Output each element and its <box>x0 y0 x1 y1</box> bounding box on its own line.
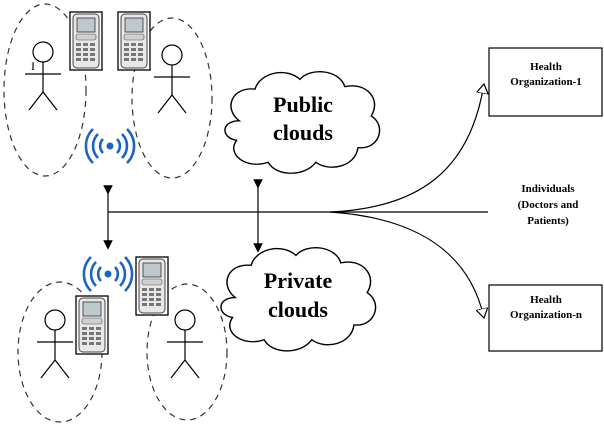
stray-mark: I <box>31 59 35 73</box>
individuals-label-line1: Individuals <box>521 183 575 195</box>
org-n-label-line2: Organization-n <box>510 309 582 321</box>
org-1-label-line1: Health <box>530 61 562 73</box>
mobile-phone-icon <box>75 295 109 355</box>
arrow-to-org-n <box>329 211 484 318</box>
person-icon <box>36 309 74 379</box>
user-group-ellipse-4 <box>146 283 228 421</box>
individuals-label-line3: Patients) <box>527 215 569 227</box>
user-group-ellipse-2 <box>131 17 213 179</box>
org-n-label-line1: Health <box>530 294 562 306</box>
mobile-phone-icon <box>117 11 151 71</box>
org-1-label-line2: Organization-1 <box>510 76 582 88</box>
private-cloud-label-line2: clouds <box>268 297 328 322</box>
person-icon <box>166 309 204 379</box>
health-organization-n-box <box>488 284 603 352</box>
mobile-phone-icon <box>69 11 103 71</box>
wifi-signal-icon <box>82 255 134 293</box>
private-cloud-label-line1: Private <box>264 268 333 293</box>
individuals-label-line2: (Doctors and <box>518 199 579 211</box>
wifi-signal-icon <box>84 127 136 165</box>
user-group-ellipse-1 <box>3 3 87 177</box>
mobile-phone-icon <box>135 256 169 316</box>
health-organization-1-box <box>488 47 603 117</box>
arrow-to-org-1 <box>329 84 484 213</box>
public-cloud-label-line2: clouds <box>273 120 333 145</box>
public-cloud-label-line1: Public <box>273 92 333 117</box>
person-icon <box>24 41 62 111</box>
person-icon <box>153 44 191 114</box>
